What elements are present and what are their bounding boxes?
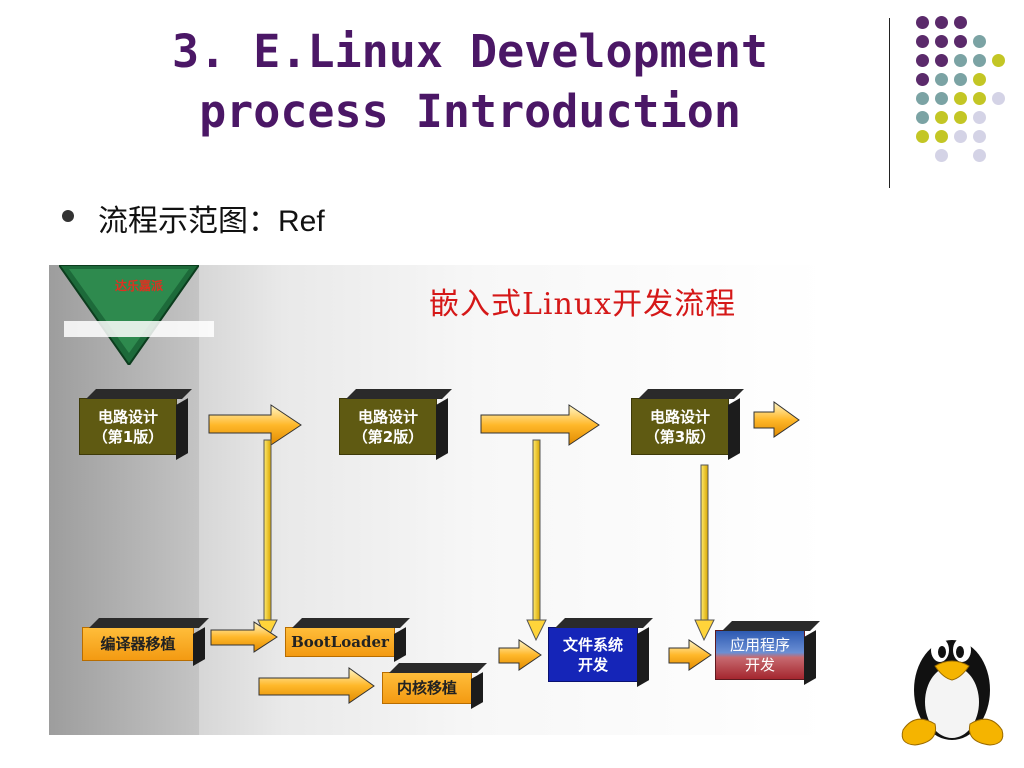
slide-title-line2: process Introduction bbox=[199, 85, 741, 138]
box-label: 电路设计 bbox=[357, 407, 418, 426]
box-label: 开发 bbox=[577, 655, 608, 674]
arrow-down-2 bbox=[526, 439, 547, 642]
box-label: （第2版） bbox=[352, 427, 424, 446]
dot bbox=[916, 111, 929, 124]
dot bbox=[992, 54, 1005, 67]
box-circuit-design-v2: 电路设计 （第2版） bbox=[339, 398, 437, 455]
slide-title-line1: 3. E.Linux Development bbox=[171, 25, 769, 78]
title-divider bbox=[889, 18, 890, 188]
dot bbox=[954, 73, 967, 86]
logo-triangle-icon bbox=[59, 265, 199, 365]
dot bbox=[973, 92, 986, 105]
box-label: 内核移植 bbox=[396, 679, 457, 697]
dot bbox=[954, 92, 967, 105]
logo-bar bbox=[64, 321, 214, 337]
dot bbox=[916, 92, 929, 105]
box-label: 电路设计 bbox=[97, 407, 158, 426]
dot bbox=[935, 73, 948, 86]
dot bbox=[916, 35, 929, 48]
arrow-right-6 bbox=[498, 639, 542, 671]
arrow-right-7 bbox=[668, 639, 712, 671]
bullet-text: 流程示范图：Ref bbox=[98, 205, 325, 238]
arrow-right-5 bbox=[258, 667, 375, 704]
arrow-down-1 bbox=[257, 439, 278, 642]
dot bbox=[935, 35, 948, 48]
dot bbox=[935, 149, 948, 162]
dot bbox=[973, 149, 986, 162]
logo-text: 达乐嘉派 bbox=[114, 279, 163, 293]
box-label: 文件系统 bbox=[562, 635, 623, 654]
dot bbox=[973, 54, 986, 67]
dot bbox=[954, 35, 967, 48]
dot bbox=[954, 16, 967, 29]
flow-diagram-image: 达乐嘉派 嵌入式Linux开发流程 bbox=[49, 265, 828, 735]
arrow-down-3 bbox=[694, 464, 715, 642]
dot bbox=[973, 73, 986, 86]
diagram-title: 嵌入式Linux开发流程 bbox=[429, 287, 737, 322]
box-label: 应用程序 bbox=[729, 636, 790, 654]
flow-arrows bbox=[208, 401, 800, 704]
tux-penguin-icon bbox=[901, 638, 1004, 746]
box-label: 开发 bbox=[744, 656, 775, 674]
box-kernel-port: 内核移植 bbox=[382, 672, 472, 704]
bullet-dot bbox=[62, 210, 74, 222]
dot bbox=[935, 16, 948, 29]
decorative-dot-grid bbox=[0, 0, 1024, 200]
box-label: 编译器移植 bbox=[100, 635, 176, 653]
arrow-right-4 bbox=[210, 621, 278, 653]
dot bbox=[916, 16, 929, 29]
dot bbox=[916, 54, 929, 67]
arrow-right-1 bbox=[208, 404, 302, 446]
box-circuit-design-v3: 电路设计 （第3版） bbox=[631, 398, 729, 455]
dot bbox=[973, 111, 986, 124]
box-compiler-port: 编译器移植 bbox=[82, 627, 194, 661]
slide-title: 3. E.Linux Development process Introduct… bbox=[120, 22, 820, 142]
dot bbox=[973, 35, 986, 48]
dot bbox=[992, 92, 1005, 105]
box-filesystem: 文件系统 开发 bbox=[548, 627, 638, 682]
dot bbox=[916, 130, 929, 143]
dot bbox=[935, 111, 948, 124]
box-bootloader: BootLoader bbox=[285, 627, 395, 657]
dot bbox=[973, 130, 986, 143]
dot bbox=[935, 92, 948, 105]
dot bbox=[916, 73, 929, 86]
box-circuit-design-v1: 电路设计 （第1版） bbox=[79, 398, 177, 455]
arrow-right-2 bbox=[480, 404, 600, 446]
dot bbox=[954, 130, 967, 143]
box-label: （第1版） bbox=[92, 427, 164, 446]
arrow-right-3 bbox=[753, 401, 800, 438]
box-app-development: 应用程序 开发 bbox=[715, 630, 805, 680]
dot bbox=[954, 111, 967, 124]
box-label: BootLoader bbox=[291, 633, 389, 651]
dot bbox=[954, 54, 967, 67]
dot bbox=[935, 130, 948, 143]
box-label: （第3版） bbox=[644, 427, 716, 446]
dot bbox=[935, 54, 948, 67]
box-label: 电路设计 bbox=[649, 407, 710, 426]
